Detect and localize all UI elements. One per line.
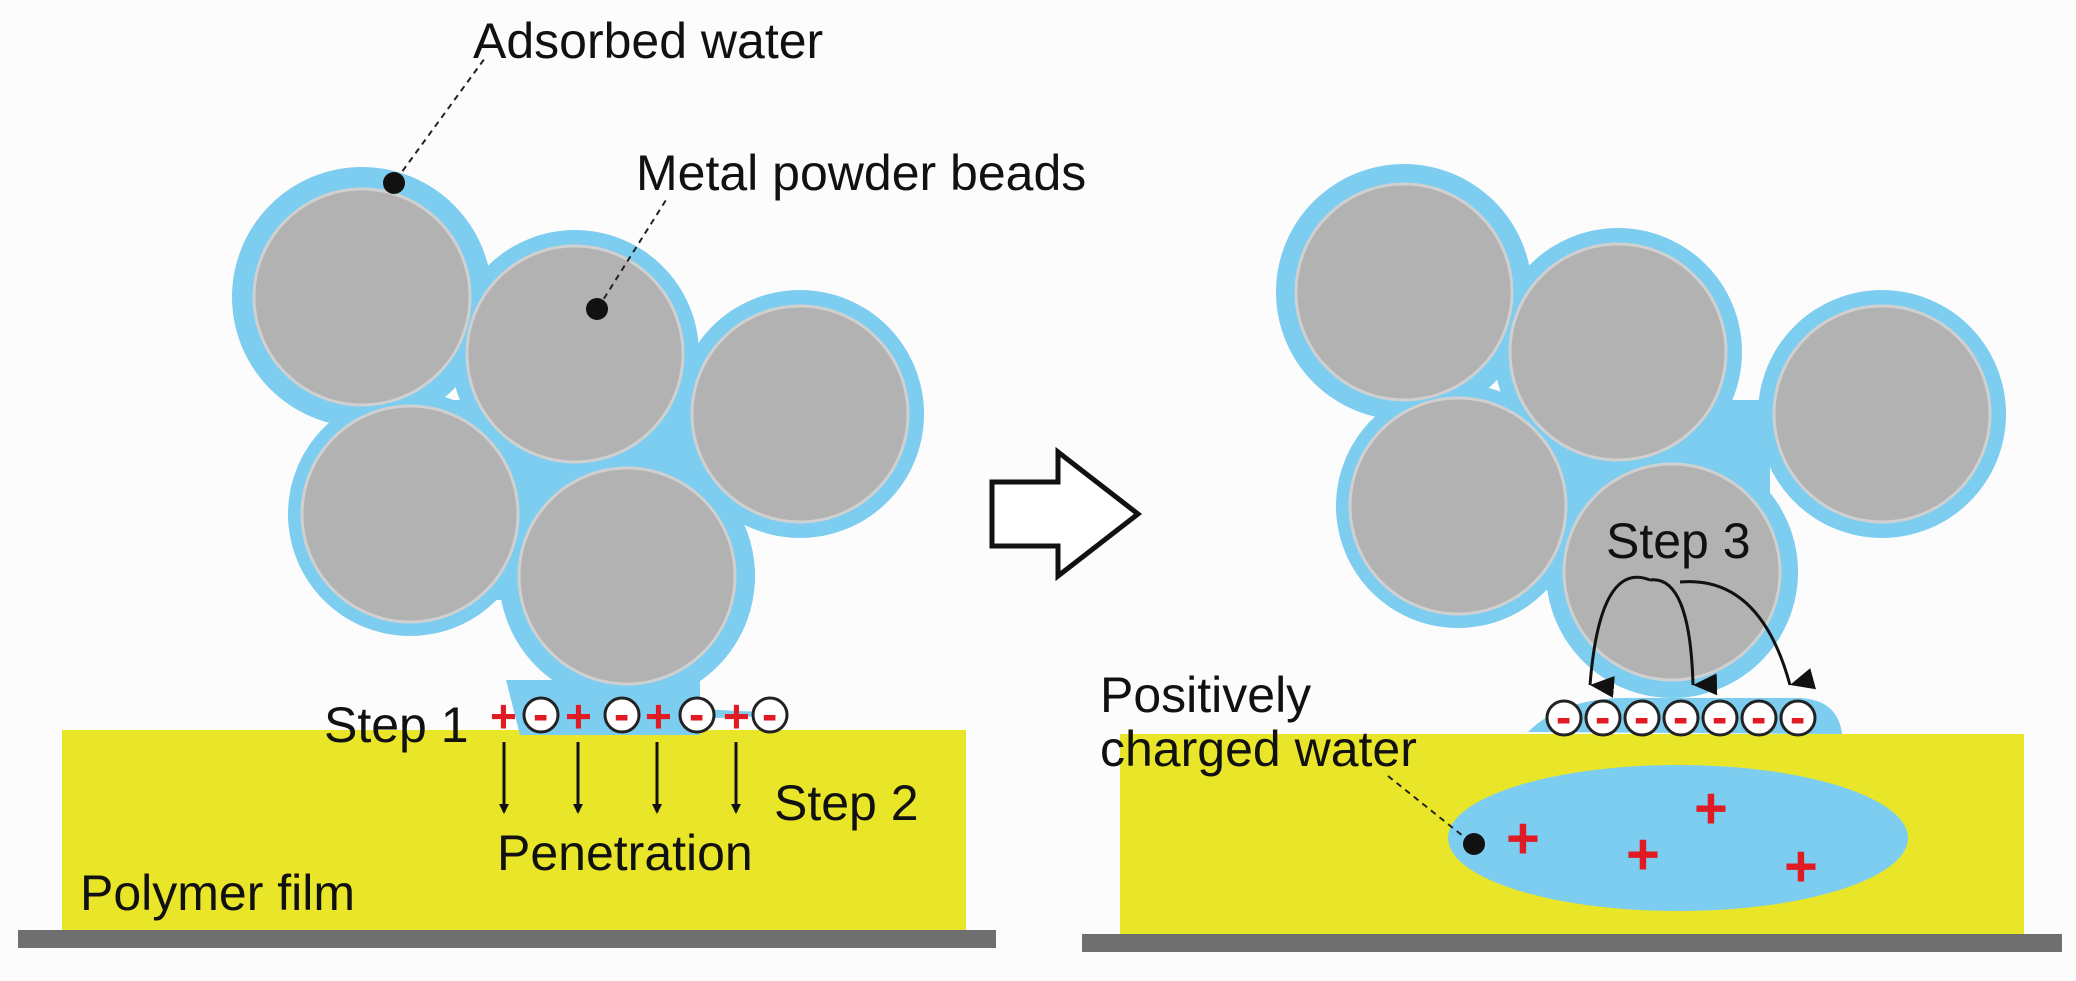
bead bbox=[1508, 242, 1728, 462]
bead bbox=[1348, 396, 1568, 616]
left-metal-beads bbox=[252, 187, 910, 686]
left-polymer-film bbox=[62, 730, 966, 930]
hollow-right-arrow-icon bbox=[989, 446, 1143, 582]
step3-arrow bbox=[1649, 578, 1718, 696]
right-positive-charges: + + + + bbox=[1506, 776, 1818, 899]
positive-charge: + bbox=[723, 690, 750, 742]
right-substrate bbox=[1082, 934, 2062, 952]
bead bbox=[300, 404, 520, 624]
negative-charge: - bbox=[689, 688, 704, 740]
adsorbed-water-leader bbox=[395, 57, 486, 181]
bead bbox=[690, 304, 910, 524]
right-panel: Step 3 - - - - - - - + + + bbox=[1082, 164, 2062, 952]
negative-ion bbox=[1623, 699, 1661, 737]
negative-ion bbox=[1545, 699, 1583, 737]
negative-charge: - bbox=[1634, 691, 1649, 743]
negative-ion bbox=[522, 696, 560, 734]
positive-charge: + bbox=[490, 690, 517, 742]
metal-powder-beads-label: Metal powder beads bbox=[636, 145, 1086, 201]
metal-beads-dot bbox=[586, 298, 608, 320]
right-negative-ion-row: - - - - - - - bbox=[1545, 691, 1817, 743]
right-metal-beads bbox=[1294, 182, 1992, 682]
negative-ion bbox=[1779, 699, 1817, 737]
positive-charge: + bbox=[1506, 806, 1540, 871]
negative-ion bbox=[1662, 699, 1700, 737]
step3-label: Step 3 bbox=[1606, 513, 1751, 569]
negative-ion bbox=[678, 696, 716, 734]
penetration-label: Penetration bbox=[497, 825, 753, 881]
negative-charge: - bbox=[1556, 691, 1571, 743]
bead bbox=[1294, 182, 1514, 402]
negative-charge: - bbox=[1751, 691, 1766, 743]
penetration-arrows bbox=[499, 742, 741, 814]
negative-ion bbox=[1701, 699, 1739, 737]
negative-charge: - bbox=[1712, 691, 1727, 743]
step3-arrow bbox=[1679, 580, 1817, 690]
negative-ion bbox=[751, 696, 789, 734]
step3-arrow bbox=[1588, 575, 1651, 698]
negative-charge: - bbox=[1595, 691, 1610, 743]
step1-label: Step 1 bbox=[324, 697, 469, 753]
left-substrate bbox=[18, 930, 996, 948]
left-interface-charges: Step 1 + - + - + - + - bbox=[324, 688, 789, 753]
positive-charge: + bbox=[1784, 834, 1818, 899]
negative-ion bbox=[1740, 699, 1778, 737]
bead bbox=[252, 187, 472, 407]
step2-label: Step 2 bbox=[774, 775, 919, 831]
positively-charged-water-label-line2: charged water bbox=[1100, 721, 1417, 777]
adsorbed-water-label: Adsorbed water bbox=[473, 13, 823, 69]
bead bbox=[465, 244, 685, 464]
bead bbox=[1562, 462, 1782, 682]
negative-charge: - bbox=[1790, 691, 1805, 743]
polymer-film-label: Polymer film bbox=[80, 865, 355, 921]
bead bbox=[517, 466, 737, 686]
left-panel: Adsorbed water Metal powder beads Step 1… bbox=[18, 13, 1086, 948]
negative-ion bbox=[603, 696, 641, 734]
positive-charge: + bbox=[1694, 776, 1728, 841]
positive-charge: + bbox=[1626, 822, 1660, 887]
positively-charged-water-region bbox=[1448, 765, 1908, 911]
adsorbed-water-dot bbox=[383, 172, 405, 194]
positive-charge: + bbox=[565, 690, 592, 742]
bead bbox=[1772, 304, 1992, 524]
positive-charge: + bbox=[645, 690, 672, 742]
negative-charge: - bbox=[614, 688, 629, 740]
negative-charge: - bbox=[762, 688, 777, 740]
negative-charge: - bbox=[533, 688, 548, 740]
positively-charged-water-label-line1: Positively bbox=[1100, 667, 1311, 723]
step3-arrows bbox=[1588, 575, 1817, 698]
positively-charged-water-dot bbox=[1463, 833, 1485, 855]
negative-ion bbox=[1584, 699, 1622, 737]
negative-charge: - bbox=[1673, 691, 1688, 743]
